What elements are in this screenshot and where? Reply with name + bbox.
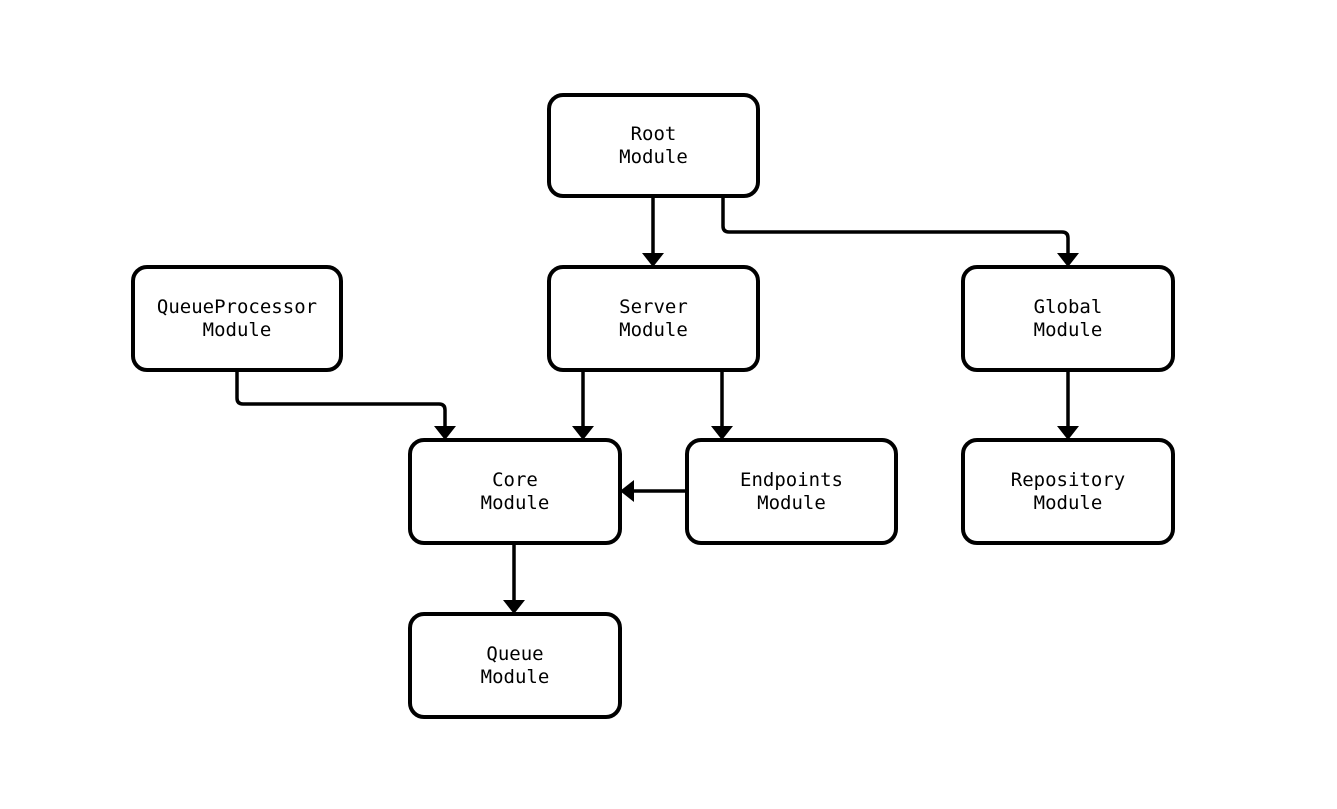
edge-root-to-global	[721, 196, 1079, 267]
edge-arrowhead	[1057, 426, 1079, 440]
node-box-repository[interactable]	[961, 438, 1175, 545]
edge-line	[721, 196, 1070, 255]
node-label-line1-root: Root	[631, 123, 677, 145]
node-label-line2-root: Module	[619, 146, 688, 168]
node-box-queueprocessor[interactable]	[131, 265, 343, 372]
node-label-line2-repository: Module	[1034, 492, 1103, 514]
edge-arrowhead	[642, 253, 664, 267]
edge-core-to-queue	[503, 543, 525, 614]
node-box-endpoints[interactable]	[685, 438, 898, 545]
nodes-layer: RootModuleQueueProcessorModuleServerModu…	[131, 93, 1175, 719]
edge-server-to-core	[572, 370, 594, 440]
edge-line	[235, 370, 447, 428]
node-box-root[interactable]	[547, 93, 760, 198]
node-box-server[interactable]	[547, 265, 760, 372]
node-box-core[interactable]	[408, 438, 622, 545]
edge-arrowhead	[434, 426, 456, 440]
edge-root-to-server	[642, 196, 664, 267]
edges-layer	[235, 196, 1079, 614]
node-label-line2-core: Module	[481, 492, 550, 514]
node-label-line1-queueprocessor: QueueProcessor	[157, 296, 317, 318]
node-label-line2-global: Module	[1034, 319, 1103, 341]
node-label-line1-server: Server	[619, 296, 688, 318]
edge-global-to-repository	[1057, 370, 1079, 440]
node-label-line1-core: Core	[492, 469, 538, 491]
edge-arrowhead	[620, 480, 634, 502]
node-label-line2-queue: Module	[481, 666, 550, 688]
edge-arrowhead	[711, 426, 733, 440]
edge-arrowhead	[572, 426, 594, 440]
node-label-line1-queue: Queue	[486, 643, 543, 665]
node-label-line2-endpoints: Module	[757, 492, 826, 514]
node-box-global[interactable]	[961, 265, 1175, 372]
node-label-line1-endpoints: Endpoints	[740, 469, 843, 491]
edge-server-to-endpoints	[711, 370, 733, 440]
edge-arrowhead	[503, 600, 525, 614]
edge-queueprocessor-to-core	[235, 370, 456, 440]
node-label-line1-global: Global	[1034, 296, 1103, 318]
node-box-queue[interactable]	[408, 612, 622, 719]
node-label-line2-server: Module	[619, 319, 688, 341]
node-label-line2-queueprocessor: Module	[203, 319, 272, 341]
node-label-line1-repository: Repository	[1011, 469, 1125, 491]
edge-endpoints-to-core	[620, 480, 687, 502]
edge-arrowhead	[1057, 253, 1079, 267]
